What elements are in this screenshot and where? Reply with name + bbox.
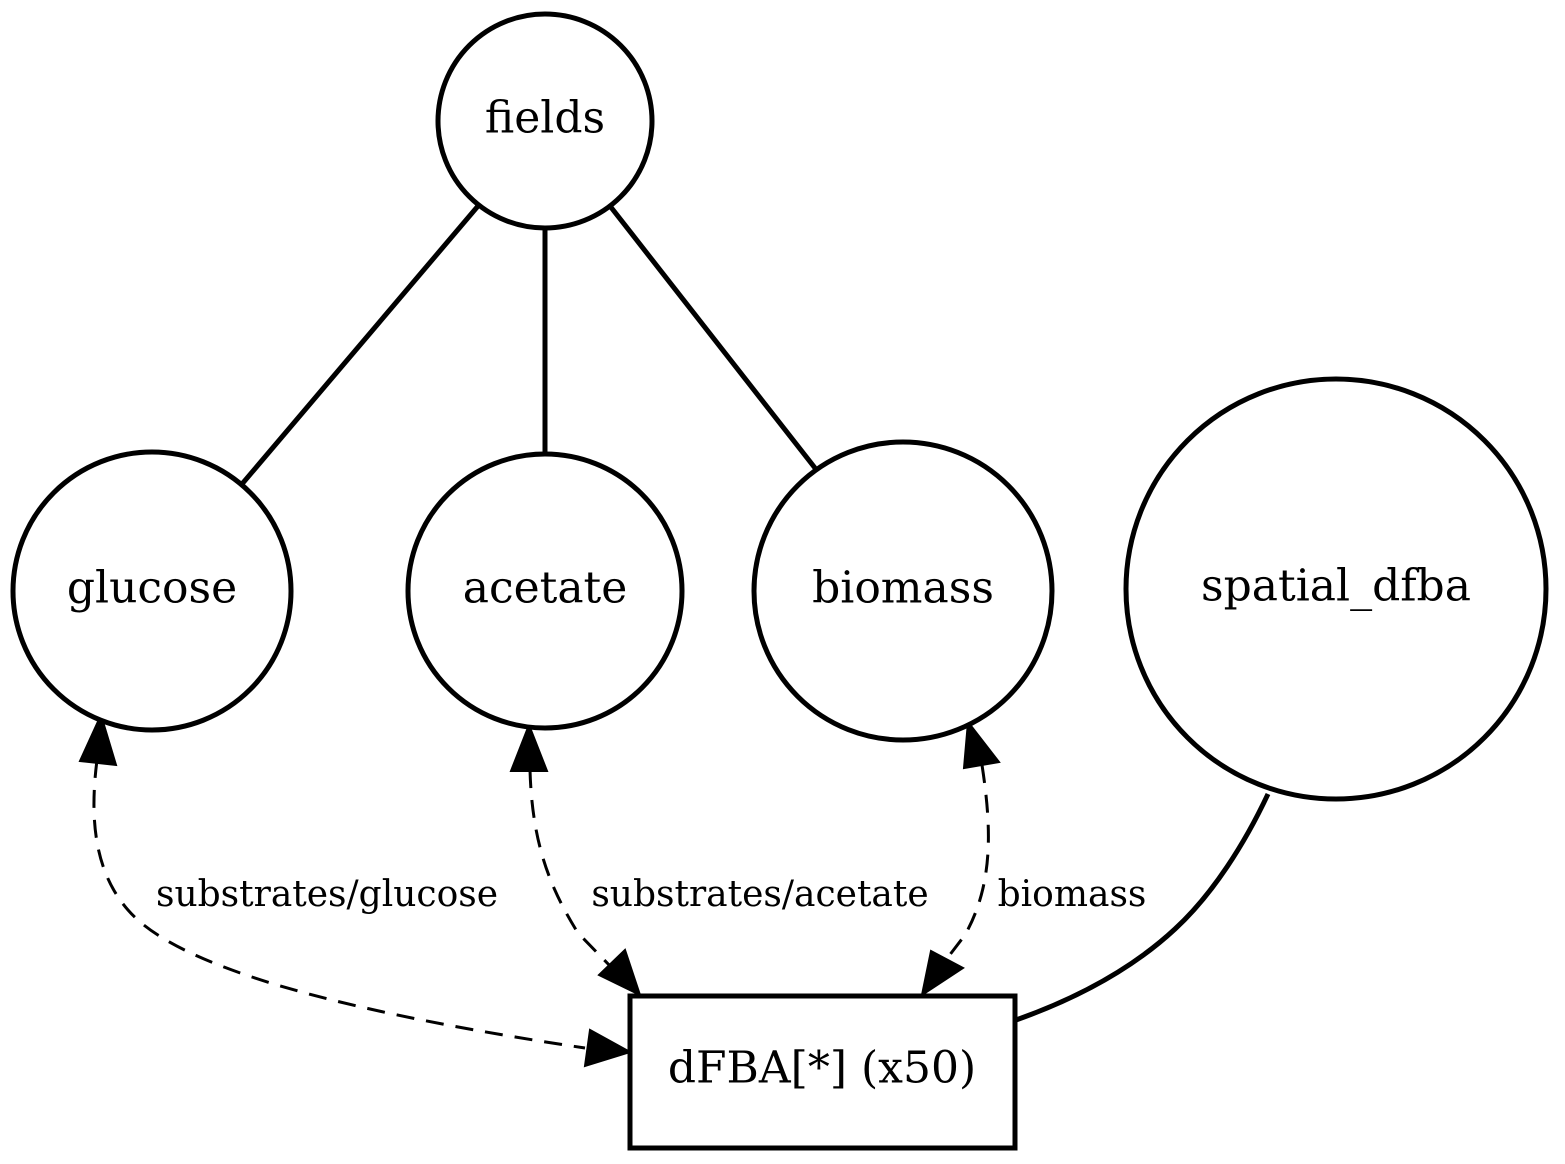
- edge-fields-glucose: [240, 204, 480, 486]
- edge-acetate-dfba: [528, 769, 614, 970]
- node-dfba-label: dFBA[*] (x50): [668, 1043, 976, 1094]
- node-fields: fields: [435, 11, 655, 231]
- tree-edges: [240, 204, 1271, 1023]
- edge-labels: substrates/glucose substrates/acetate bi…: [156, 874, 1146, 915]
- node-biomass: biomass: [751, 439, 1055, 743]
- arrowheads: [78, 712, 1001, 1068]
- arrowhead-dfba-glucose: [583, 1028, 633, 1068]
- node-glucose: glucose: [10, 449, 294, 733]
- node-acetate-circle: [405, 451, 685, 731]
- node-fields-label: fields: [485, 93, 605, 144]
- edge-fields-biomass: [608, 204, 817, 470]
- edge-spatial-dfba-dfba: [1015, 792, 1271, 1023]
- arrowhead-dfba-biomass: [920, 949, 965, 998]
- arrowhead-glucose: [78, 712, 118, 767]
- node-dfba-box: [627, 993, 1018, 1151]
- arrowhead-biomass: [962, 719, 1001, 770]
- port-edges: [92, 759, 990, 1050]
- node-glucose-label: glucose: [67, 563, 237, 614]
- edge-label-glucose: substrates/glucose: [156, 874, 498, 915]
- node-acetate: acetate: [405, 451, 685, 731]
- edge-label-biomass: biomass: [998, 874, 1147, 915]
- arrowhead-dfba-acetate: [597, 948, 642, 997]
- node-biomass-circle: [751, 439, 1055, 743]
- edge-label-acetate: substrates/acetate: [591, 874, 928, 915]
- edge-biomass-dfba: [940, 764, 990, 966]
- node-dfba: dFBA[*] (x50): [627, 993, 1018, 1151]
- node-fields-circle: [435, 11, 655, 231]
- node-spatial-dfba: spatial_dfba: [1123, 376, 1549, 802]
- node-spatial-dfba-label: spatial_dfba: [1201, 561, 1471, 612]
- edge-glucose-dfba: [92, 759, 586, 1050]
- node-glucose-circle: [10, 449, 294, 733]
- node-spatial-dfba-circle: [1123, 376, 1549, 802]
- node-biomass-label: biomass: [812, 563, 994, 614]
- node-acetate-label: acetate: [463, 563, 628, 614]
- arrowhead-acetate: [509, 722, 549, 772]
